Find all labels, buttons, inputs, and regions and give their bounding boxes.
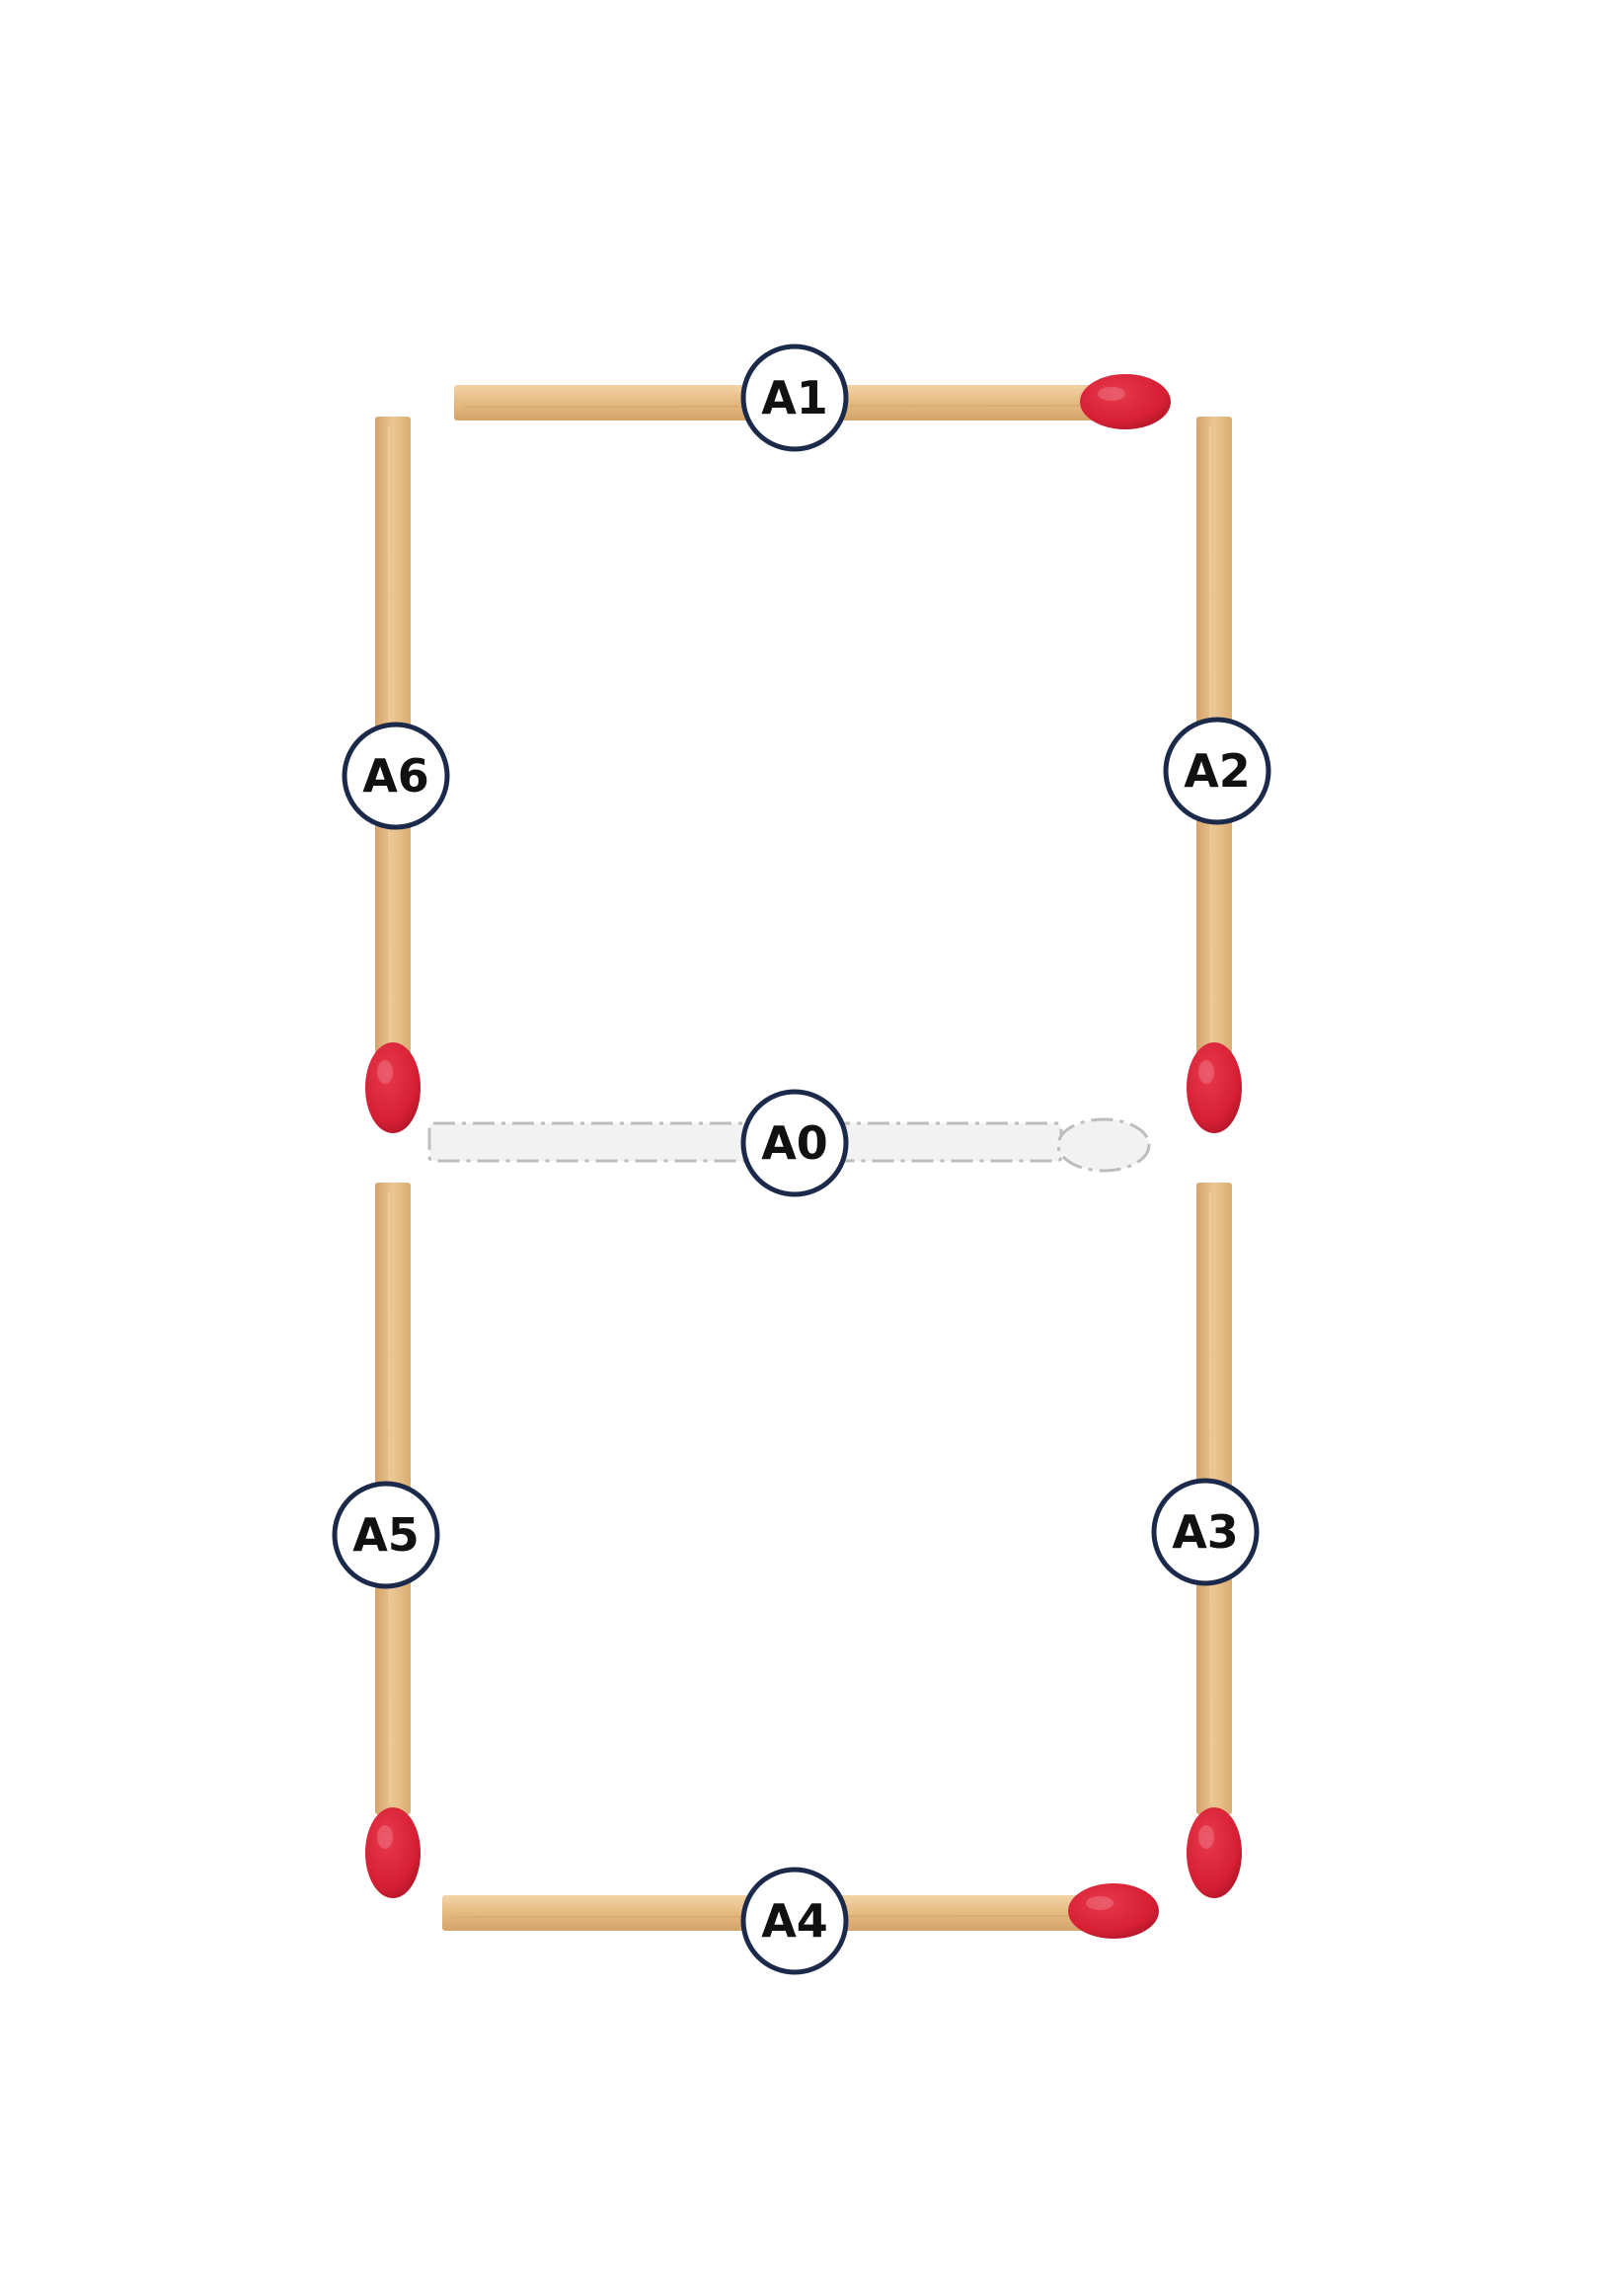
label-circle bbox=[1163, 717, 1271, 825]
match-label: A3 bbox=[1172, 1505, 1239, 1559]
match-head bbox=[1080, 374, 1171, 429]
empty-slot-head bbox=[1056, 1117, 1151, 1173]
match-head-highlight bbox=[377, 1060, 393, 1084]
label-circle bbox=[740, 1089, 849, 1197]
match-label: A4 bbox=[761, 1894, 828, 1948]
label-circle bbox=[740, 1867, 849, 1975]
label-circle bbox=[332, 1481, 440, 1589]
match-head-highlight bbox=[1198, 1060, 1214, 1084]
match-head-highlight bbox=[1086, 1896, 1113, 1910]
match-head bbox=[365, 1807, 421, 1898]
label-circle bbox=[740, 344, 849, 452]
match-head-highlight bbox=[377, 1825, 393, 1849]
match-label: A2 bbox=[1184, 744, 1251, 798]
label-badge-a4: A4 bbox=[740, 1867, 849, 1975]
match-head bbox=[1187, 1807, 1242, 1898]
label-badge-a0: A0 bbox=[740, 1089, 849, 1197]
match-label: A6 bbox=[362, 749, 429, 803]
label-badge-a3: A3 bbox=[1151, 1478, 1260, 1586]
label-circle bbox=[342, 722, 450, 830]
match-label: A1 bbox=[761, 371, 828, 424]
match-label: A0 bbox=[761, 1116, 828, 1170]
label-badge-a6: A6 bbox=[342, 722, 450, 830]
label-circle bbox=[1151, 1478, 1260, 1586]
match-head bbox=[365, 1042, 421, 1133]
match-head bbox=[1187, 1042, 1242, 1133]
match-head bbox=[1068, 1883, 1159, 1939]
match-label: A5 bbox=[352, 1508, 420, 1562]
match-head-highlight bbox=[1198, 1825, 1214, 1849]
label-badge-a2: A2 bbox=[1163, 717, 1271, 825]
label-badge-a1: A1 bbox=[740, 344, 849, 452]
label-badge-a5: A5 bbox=[332, 1481, 440, 1589]
match-head-highlight bbox=[1098, 387, 1125, 401]
